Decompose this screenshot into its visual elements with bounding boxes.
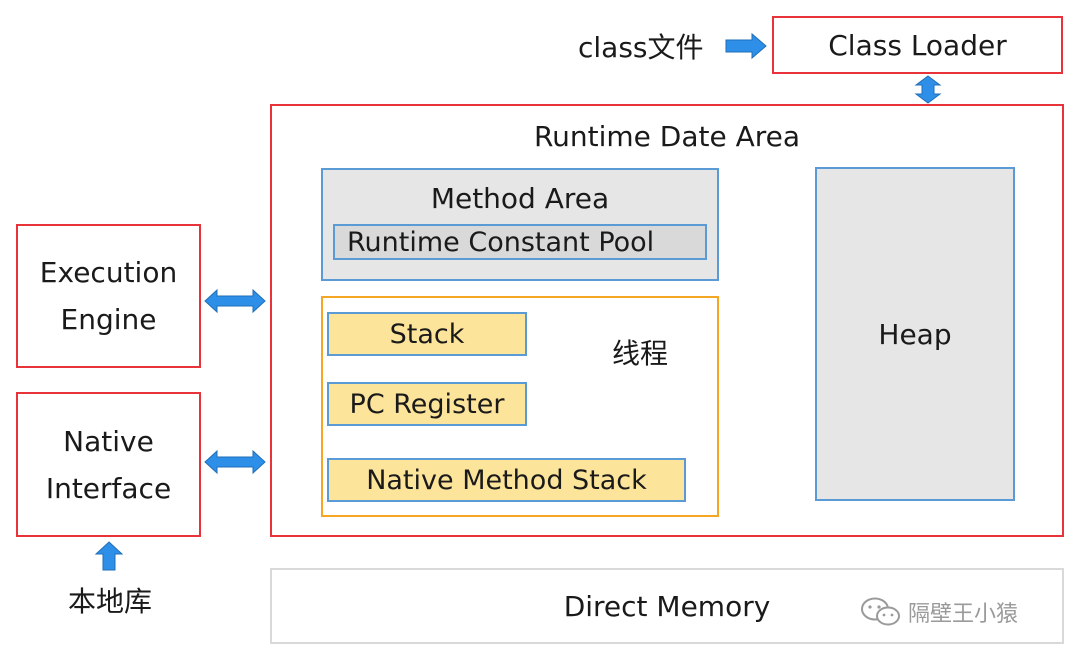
watermark-text: 隔壁王小猿: [908, 602, 1019, 627]
native-interface-line2: Interface: [45, 471, 172, 505]
execution-engine-line1: Execution: [39, 256, 178, 289]
runtime-constant-pool: Runtime Constant Pool: [333, 224, 707, 260]
heap-label: Heap: [878, 317, 952, 351]
pc-register-label: PC Register: [349, 388, 505, 420]
direct-memory-label: Direct Memory: [563, 589, 771, 623]
wechat-icon: [861, 597, 900, 626]
watermark: 隔壁王小猿: [860, 594, 1060, 630]
execution-engine-line2: Engine: [60, 303, 157, 336]
heap-box: Heap: [815, 167, 1015, 501]
runtime-constant-pool-label: Runtime Constant Pool: [347, 226, 655, 258]
class-loader-label: Class Loader: [828, 28, 1007, 62]
up-arrow-icon: [94, 541, 124, 571]
native-interface-line1: Native: [63, 424, 154, 458]
horizontal-double-arrow-icon: [204, 449, 266, 475]
stack-box: Stack: [327, 312, 527, 356]
direct-memory-box: Direct Memory: [270, 568, 1064, 644]
horizontal-double-arrow-icon: [204, 288, 266, 314]
thread-label: 线程: [611, 337, 668, 370]
pc-register-box: PC Register: [327, 382, 527, 426]
native-interface-box: Native Interface: [16, 392, 201, 537]
class-loader-box: Class Loader: [772, 16, 1063, 74]
class-file-label: class文件: [578, 31, 704, 64]
native-method-stack-box: Native Method Stack: [327, 458, 686, 502]
stack-label: Stack: [389, 318, 465, 350]
method-area-title: Method Area: [430, 181, 610, 215]
runtime-area-title: Runtime Date Area: [533, 119, 801, 153]
right-arrow-icon: [725, 32, 767, 60]
vertical-double-arrow-icon: [914, 75, 942, 104]
native-method-stack-label: Native Method Stack: [366, 464, 647, 496]
local-library-label: 本地库: [67, 585, 152, 618]
execution-engine-box: Execution Engine: [16, 224, 201, 368]
